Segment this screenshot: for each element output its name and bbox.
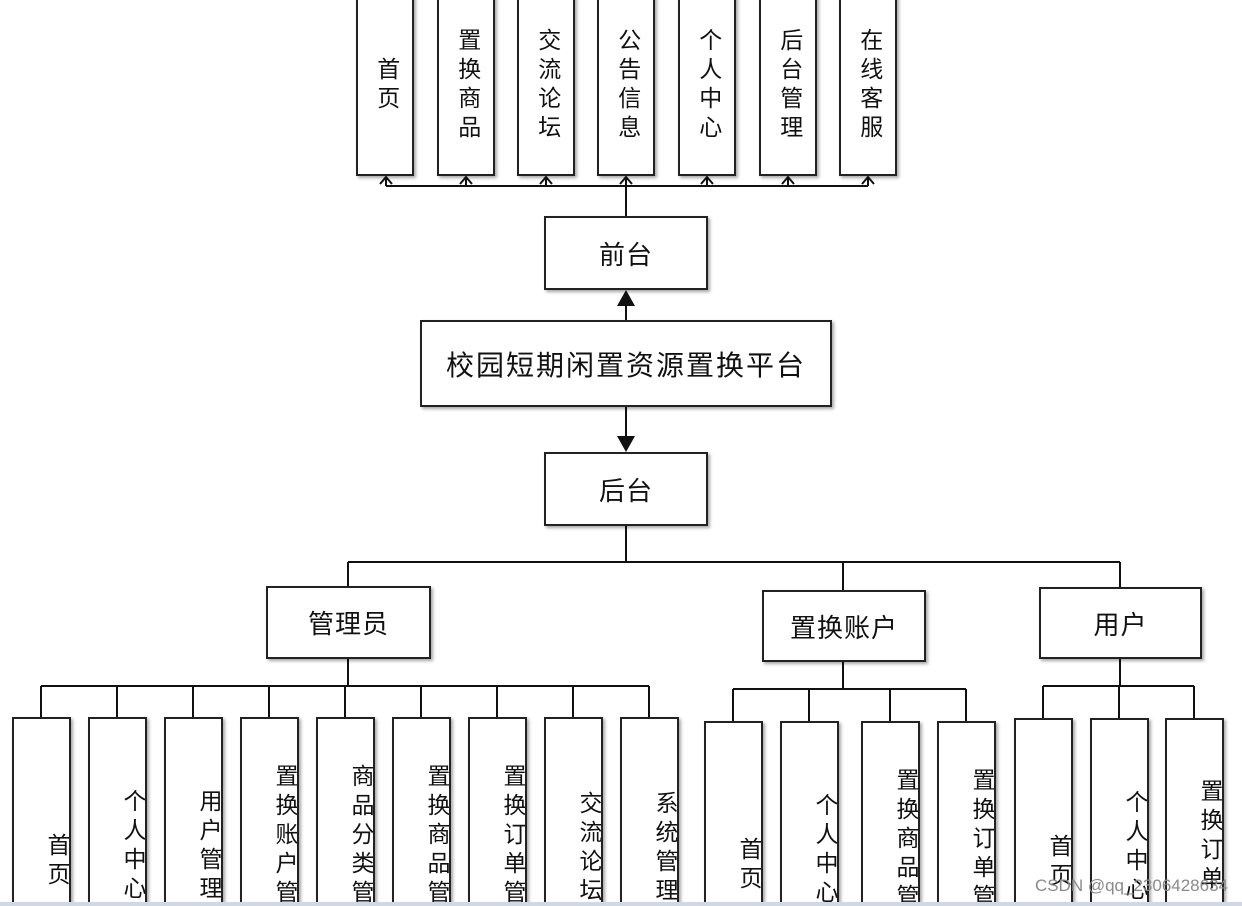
front-node: 前台 xyxy=(544,216,708,290)
user-item-home: 首页 xyxy=(1014,718,1073,906)
front-item-online-service: 在线客服 xyxy=(839,0,897,176)
account-item-exchange-goods-management: 置换商品管 xyxy=(861,721,920,906)
role-user: 用户 xyxy=(1039,587,1202,659)
front-item-announcements: 公告信息 xyxy=(597,0,655,176)
user-item-personal-center: 个人中心 xyxy=(1090,718,1149,906)
user-item-exchange-order: 置换订单 xyxy=(1165,718,1224,906)
admin-item-personal-center: 个人中心 xyxy=(88,717,147,906)
admin-item-system-management: 系统管理 xyxy=(620,717,679,906)
admin-item-exchange-order-management: 置换订单管 xyxy=(468,717,527,906)
front-arrowhead xyxy=(539,175,553,185)
watermark: CSDN @qq_2306428634 xyxy=(1034,876,1228,895)
role-admin: 管理员 xyxy=(266,586,431,659)
front-arrowhead xyxy=(379,175,393,185)
bottom-border xyxy=(0,902,1242,906)
front-arrowhead xyxy=(700,175,714,185)
admin-item-user-management: 用户管理 xyxy=(164,717,223,906)
front-item-backend-admin: 后台管理 xyxy=(759,0,817,176)
front-item-home: 首页 xyxy=(356,0,414,176)
account-item-home: 首页 xyxy=(704,721,763,906)
account-item-personal-center: 个人中心 xyxy=(780,721,839,906)
admin-item-category-management: 商品分类管 xyxy=(316,717,375,906)
admin-item-forum: 交流论坛 xyxy=(544,717,603,906)
front-arrowhead xyxy=(781,175,795,185)
front-arrowhead xyxy=(459,175,473,185)
front-item-forum: 交流论坛 xyxy=(517,0,575,176)
root-node: 校园短期闲置资源置换平台 xyxy=(420,320,832,407)
admin-item-exchange-account-management: 置换账户管 xyxy=(240,717,299,906)
admin-item-exchange-goods-management: 置换商品管 xyxy=(392,717,451,906)
role-exchange-account: 置换账户 xyxy=(762,590,926,662)
front-arrowhead xyxy=(619,175,633,185)
front-arrowhead xyxy=(861,175,875,185)
account-item-exchange-order-management: 置换订单管 xyxy=(937,721,996,906)
admin-item-home: 首页 xyxy=(12,717,71,906)
front-item-personal-center: 个人中心 xyxy=(678,0,736,176)
front-item-exchange-goods: 置换商品 xyxy=(437,0,495,176)
back-node: 后台 xyxy=(544,452,708,526)
